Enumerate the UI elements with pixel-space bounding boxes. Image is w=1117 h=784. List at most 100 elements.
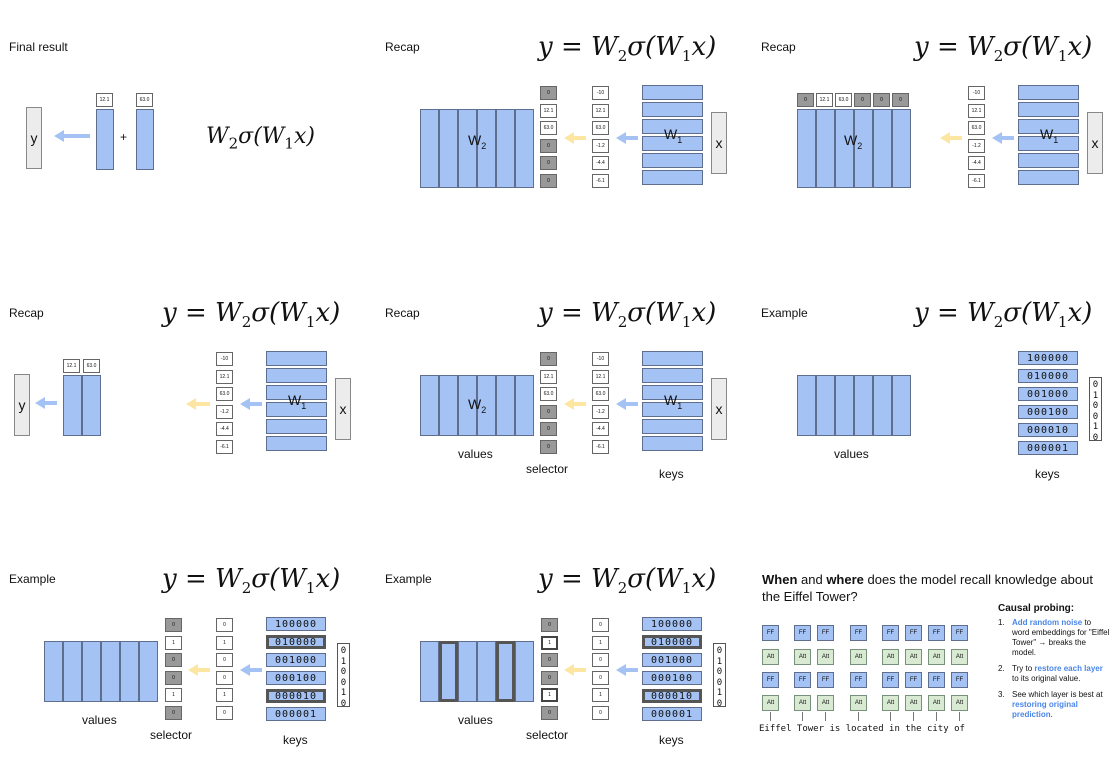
- ff-layer-block: FF: [794, 625, 811, 641]
- slide-causal-probing: When and where does the model recall kno…: [752, 532, 1117, 784]
- selected-cell: 0: [540, 139, 557, 153]
- w1-row: [1018, 119, 1079, 134]
- slide-example-selector: Example y = W2σ(W1x) values 0 1 0 0 1 0 …: [0, 532, 372, 784]
- eq-part: σ(W: [251, 298, 306, 328]
- slide-title: Recap: [385, 306, 420, 320]
- selected-cell: 0: [873, 93, 890, 107]
- w1-label: W1: [664, 126, 682, 145]
- x-digit: 1: [1092, 422, 1099, 432]
- key-row: 000100: [642, 671, 702, 685]
- x-input-box: x: [1087, 112, 1103, 174]
- selector-cell-active: 1: [541, 688, 558, 702]
- slide-example-keys: Example y = W2σ(W1x) values 100000 01000…: [752, 266, 1117, 518]
- key-row: 000001: [642, 707, 702, 721]
- w-sub: 2: [857, 140, 863, 151]
- y-label: y: [18, 397, 26, 413]
- step-pre: Try to: [1012, 664, 1035, 673]
- w2-column: [420, 109, 439, 188]
- w2-column: [873, 109, 892, 188]
- ff-layer-block: FF: [928, 672, 945, 688]
- att-layer-block: Att: [905, 649, 922, 665]
- selected-cell: 0: [892, 93, 909, 107]
- w2-column: [816, 109, 835, 188]
- hidden-cell: 1: [592, 688, 609, 702]
- w-letter: W: [844, 132, 858, 148]
- keys-caption: keys: [659, 467, 684, 481]
- selected-cell: 63.0: [835, 93, 852, 107]
- step-highlight: Add random noise: [1012, 618, 1083, 627]
- step-num: 3.: [998, 690, 1005, 699]
- x-digit: 1: [340, 688, 347, 698]
- w-sub: 1: [1053, 134, 1059, 145]
- value-column: [139, 641, 158, 702]
- q-when: When: [762, 572, 798, 587]
- value-column: [120, 641, 139, 702]
- x-input-box: x: [711, 112, 727, 174]
- step-text: See which layer is best at restoring ori…: [1012, 690, 1110, 720]
- key-row: 000010: [1018, 423, 1078, 437]
- key-row: 100000: [1018, 351, 1078, 365]
- eq-part: x): [1067, 298, 1093, 328]
- eq-part: y = W: [538, 564, 618, 594]
- step-rest: to its original value.: [1012, 674, 1081, 683]
- selector-cell: 0: [541, 618, 558, 632]
- w1-label: W1: [1040, 126, 1058, 145]
- hidden-cell: -10: [968, 86, 985, 100]
- token-connector: [802, 712, 803, 721]
- value-column-selected: [439, 641, 458, 702]
- value-column: [420, 641, 439, 702]
- slide-title: Final result: [9, 40, 68, 54]
- hidden-cell: 0: [592, 653, 609, 667]
- value-cell: 12.1: [96, 93, 113, 107]
- hidden-cell: 0: [216, 671, 233, 685]
- att-layer-block: Att: [817, 695, 834, 711]
- value-column: [816, 375, 835, 436]
- w-letter: W: [468, 132, 482, 148]
- y-output-box: y: [26, 107, 42, 169]
- value-column: [515, 641, 534, 702]
- probing-step: 1. Add random noise to word embeddings f…: [998, 618, 1110, 658]
- x-digit: 1: [340, 656, 347, 667]
- eq-sub: 2: [241, 313, 252, 332]
- selector-cell-active: 1: [541, 636, 558, 650]
- slide-title: Recap: [9, 306, 44, 320]
- w-letter: W: [1040, 126, 1054, 142]
- value-column: [82, 375, 101, 436]
- token-connector: [890, 712, 891, 721]
- values-caption: values: [82, 713, 117, 727]
- key-row: 010000: [1018, 369, 1078, 383]
- w1-row: [1018, 153, 1079, 168]
- ff-layer-block: FF: [817, 672, 834, 688]
- hidden-cell: 63.0: [592, 387, 609, 401]
- w2-column: [477, 375, 496, 436]
- equation: y = W2σ(W1x): [538, 32, 716, 65]
- eq-part: σ(W: [1003, 298, 1058, 328]
- selector-cell: 0: [165, 706, 182, 720]
- w1-row: [642, 368, 703, 383]
- x-digit: 0: [716, 646, 723, 656]
- key-row: 000001: [1018, 441, 1078, 455]
- eq-part: σ(W: [627, 32, 682, 62]
- selected-cell: 12.1: [540, 370, 557, 384]
- keys-caption: keys: [283, 733, 308, 747]
- hidden-cell: 0: [592, 618, 609, 632]
- value-cell: 12.1: [63, 359, 80, 373]
- ff-layer-block: FF: [850, 672, 867, 688]
- w-sub: 2: [481, 404, 487, 415]
- selector-cell: 1: [165, 688, 182, 702]
- eq-part: x): [315, 298, 341, 328]
- selector-cell: 0: [165, 618, 182, 632]
- w2-column: [496, 109, 515, 188]
- eq-part: x): [691, 298, 717, 328]
- x-digit: 0: [716, 698, 723, 709]
- key-row-matched: 010000: [642, 635, 702, 649]
- hidden-cell: 12.1: [216, 370, 233, 384]
- hidden-cell: 0: [592, 706, 609, 720]
- value-cell: 63.0: [83, 359, 100, 373]
- att-layer-block: Att: [882, 695, 899, 711]
- token-connector: [770, 712, 771, 721]
- hidden-cell: -1.2: [216, 405, 233, 419]
- token-connector: [936, 712, 937, 721]
- eq-part: σ(W: [627, 564, 682, 594]
- values-caption: values: [458, 447, 493, 461]
